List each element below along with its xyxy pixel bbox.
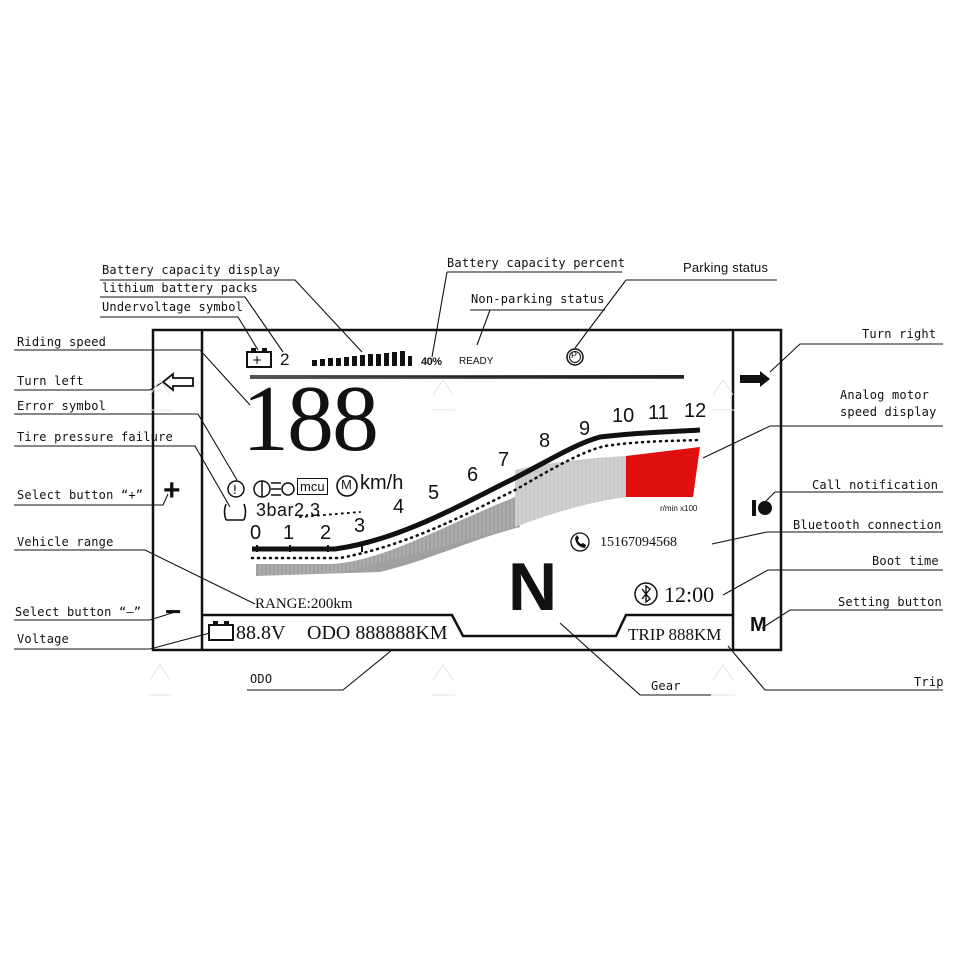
turn-left-arrow-icon [161, 372, 194, 392]
svg-text:+: + [252, 353, 262, 367]
battery-bar [352, 356, 357, 366]
callout-odo: ODO [250, 672, 273, 686]
motor-icon-letter: M [341, 477, 352, 492]
leader-lines [14, 271, 943, 696]
turn-right-arrow-icon [740, 371, 770, 387]
speed-readout: 188 [242, 367, 379, 471]
battery-percent: 40% [421, 356, 442, 368]
tire-pressure-readout: 3bar2.3 [256, 500, 321, 520]
callout-riding-speed: Riding speed [17, 335, 107, 349]
tire-pressure-icon [223, 503, 247, 521]
battery-bar [344, 357, 349, 366]
motor-speed-gauge-fill [256, 494, 520, 576]
bluetooth-icon [634, 582, 658, 606]
callout-non-parking-status: Non-parking status [471, 292, 605, 306]
speed-unit: km/h [360, 472, 404, 494]
rpm-tick-label: 2 [320, 522, 332, 544]
rpm-tick-label: 11 [648, 402, 669, 424]
rpm-tick-label: 4 [393, 496, 405, 518]
battery-bar [360, 355, 365, 366]
battery-icon: + [246, 348, 272, 368]
callout-turn-right: Turn right [862, 327, 937, 341]
display-panel-frame [151, 328, 783, 652]
battery-bar-cap [408, 356, 412, 366]
callout-error-symbol: Error symbol [17, 399, 107, 413]
callout-vehicle-range: Vehicle range [17, 535, 114, 549]
rpm-tick-label: 1 [283, 522, 295, 544]
battery-bar [368, 354, 373, 366]
battery-pack-count: 2 [280, 350, 290, 369]
battery-bar [392, 352, 397, 366]
callout-analog-motor-line2: speed display [840, 405, 937, 419]
callout-call-notification: Call notification [812, 478, 939, 492]
error-icon: ! [227, 480, 245, 498]
motor-speed-dotted-track-2 [299, 511, 361, 518]
callout-undervoltage-symbol: Undervoltage symbol [102, 300, 244, 314]
callout-parking-status: Parking status [683, 260, 769, 275]
select-minus-button[interactable]: − [165, 596, 182, 627]
callout-setting-button: Setting button [838, 595, 942, 609]
battery-bar [328, 358, 333, 366]
callout-battery-capacity-display: Battery capacity display [102, 263, 281, 277]
rpm-tick-label: 9 [579, 418, 591, 440]
phone-icon [570, 532, 590, 552]
callout-boot-time: Boot time [872, 554, 939, 568]
watermark-logos [148, 379, 735, 696]
range-readout: RANGE:200km [255, 596, 353, 612]
bottom-bar-outline [202, 613, 733, 638]
motor-icon [336, 475, 358, 497]
battery-bar-meter [312, 351, 412, 366]
rpm-tick-label: 8 [539, 430, 551, 452]
callout-tire-pressure-failure: Tire pressure failure [17, 430, 173, 444]
rpm-tick-label: 0 [250, 522, 262, 544]
battery-bar [400, 351, 405, 366]
headlight-icon [253, 480, 271, 498]
rpm-tick-label: 6 [467, 464, 479, 486]
odo-readout: ODO 888888KM [307, 622, 448, 644]
battery-bar [376, 354, 381, 366]
call-notification-icon [752, 500, 772, 516]
parking-icon [566, 348, 584, 366]
gear-indicator: N [508, 549, 558, 625]
gauge-tick-marks [256, 545, 363, 552]
battery-bar [336, 358, 341, 366]
callout-bluetooth-connection: Bluetooth connection [793, 518, 942, 532]
motor-speed-dotted-track [250, 438, 702, 560]
motor-speed-curve [252, 427, 701, 552]
ready-status: READY [459, 356, 494, 367]
parking-status-letter: P [571, 350, 578, 360]
phone-number: 15167094568 [600, 535, 677, 550]
voltage-readout: 88.8V [236, 622, 286, 644]
light-icon [271, 482, 295, 496]
callout-select-button-plus: Select button “+” [17, 488, 144, 502]
rpm-tick-label: 7 [498, 449, 510, 471]
callout-turn-left: Turn left [17, 374, 84, 388]
callout-battery-capacity-percent: Battery capacity percent [447, 256, 626, 270]
header-rule-taper [250, 375, 684, 378]
callout-trip: Trip [914, 675, 944, 689]
battery-bar [312, 360, 317, 366]
rpm-tick-label: 10 [612, 405, 635, 427]
mcu-indicator: mcu [297, 478, 328, 495]
voltage-battery-icon [208, 621, 234, 641]
rpm-multiplier: r/min x100 [660, 504, 698, 513]
rpm-tick-label: 3 [354, 515, 366, 537]
callout-voltage: Voltage [17, 632, 69, 646]
callout-lithium-battery-packs: lithium battery packs [102, 281, 258, 295]
callout-select-button-minus: Select button “–” [15, 605, 142, 619]
motor-speed-gauge-red-zone [626, 447, 700, 497]
battery-bar [320, 359, 325, 366]
svg-text:!: ! [233, 483, 238, 497]
rpm-tick-label: 5 [428, 482, 440, 504]
setting-m-button[interactable]: M [750, 614, 767, 636]
battery-bar [384, 353, 389, 366]
trip-readout: TRIP 888KM [628, 625, 722, 644]
rpm-tick-label: 12 [684, 400, 707, 422]
select-plus-button[interactable]: + [163, 474, 181, 507]
callout-gear: Gear [651, 679, 681, 693]
clock-readout: 12:00 [664, 582, 715, 607]
motor-speed-gauge-fill-mid [515, 456, 626, 527]
callout-analog-motor-line1: Analog motor [840, 388, 930, 402]
